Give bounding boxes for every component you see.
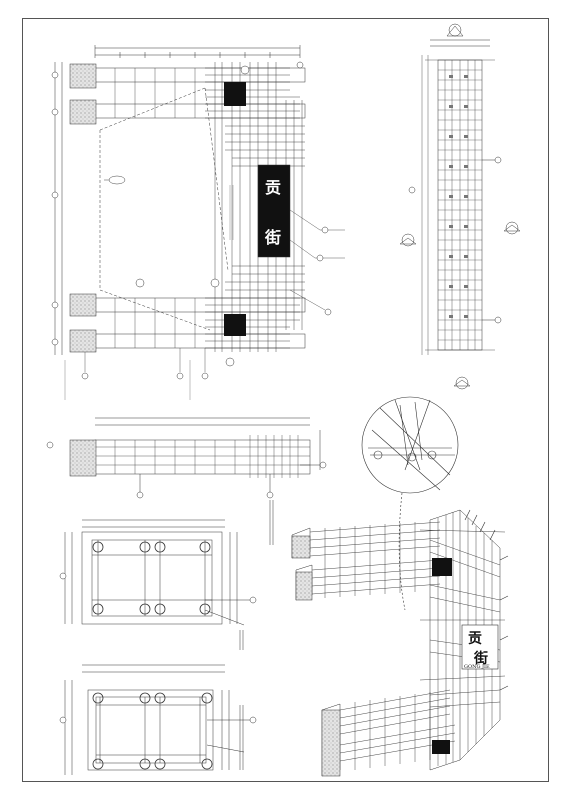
- person-silhouette: [104, 175, 126, 185]
- front-elevation-view: [46, 417, 327, 545]
- joint-detail-callout: [361, 396, 459, 611]
- pillar-plan-a: [59, 519, 257, 650]
- pillar-plan-b: [59, 664, 257, 775]
- perspective-brand-subtitle: GONG JIE: [464, 664, 490, 670]
- side-elevation-view: [399, 23, 521, 390]
- perspective-brand-char-2: 街: [474, 651, 488, 667]
- plan-sign-char-1: 贡: [265, 178, 282, 197]
- plan-sign-char-2: 街: [265, 228, 282, 247]
- sheet-border: [22, 18, 549, 782]
- perspective-sign-panels: [432, 558, 499, 754]
- main-plan-view: [51, 45, 345, 400]
- perspective-brand-char-1: 贡: [468, 631, 482, 647]
- plan-sign-panels: [224, 82, 291, 336]
- stone-pillar-elevation: [69, 439, 97, 477]
- stone-pillars-plan: [69, 63, 97, 353]
- perspective-stone-pillars: [291, 535, 341, 777]
